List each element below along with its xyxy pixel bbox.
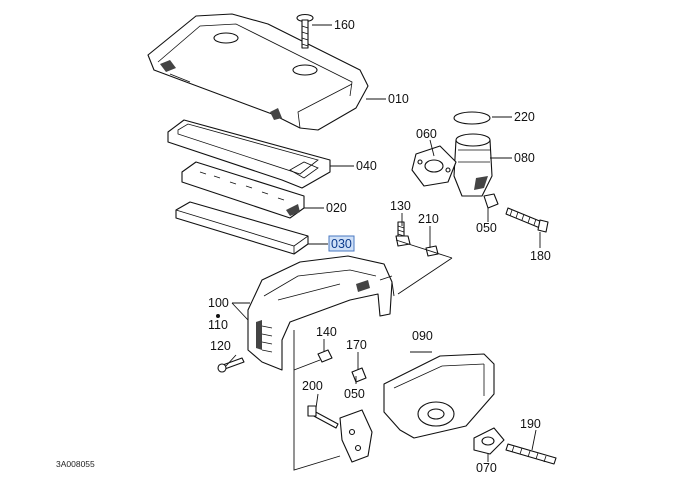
callout-040[interactable]: 040 [356,159,377,173]
callout-220[interactable]: 220 [514,110,535,124]
callout-120[interactable]: 120 [210,339,231,353]
callout-160[interactable]: 160 [334,18,355,32]
muffler-cover-100 [247,255,393,371]
callout-130[interactable]: 130 [390,199,411,213]
leader-lines [225,24,541,471]
dot-110 [216,314,220,318]
bolt-180 [505,207,549,233]
callout-060[interactable]: 060 [416,127,437,141]
nut-050-upper [483,193,499,209]
callout-110[interactable]: 110 [208,318,228,332]
drawing-id: 3A008055 [56,459,95,469]
callout-190[interactable]: 190 [520,417,541,431]
callout-140[interactable]: 140 [316,325,337,339]
callout-210[interactable]: 210 [418,212,439,226]
screw-160 [296,13,314,49]
highlight-box-030 [328,235,355,252]
callout-180[interactable]: 180 [530,249,551,263]
callout-070[interactable]: 070 [476,461,497,475]
bracket-050-lower [339,409,373,463]
callout-080[interactable]: 080 [514,151,535,165]
callout-050-lower[interactable]: 050 [344,387,365,401]
pre-cleaner-frame-040 [167,119,331,189]
callout-labels: 160 010 220 060 080 040 020 130 210 050 … [208,18,551,475]
callout-100[interactable]: 100 [208,296,229,310]
element-020 [181,161,305,219]
nut-210 [425,245,439,257]
callout-010[interactable]: 010 [388,92,409,106]
muffler-090 [383,353,495,439]
gasket-070 [473,427,505,455]
callout-170[interactable]: 170 [346,338,367,352]
callout-020[interactable]: 020 [326,201,347,215]
bolt-200 [307,405,339,429]
screw-120 [217,357,245,373]
callout-090[interactable]: 090 [412,329,433,343]
o-ring-220 [453,111,491,125]
callout-200[interactable]: 200 [302,379,323,393]
callout-030[interactable]: 030 [331,237,352,251]
callout-050-upper[interactable]: 050 [476,221,497,235]
air-cleaner-cover-010 [147,13,369,131]
nut-140 [317,349,333,363]
intake-elbow-080 [453,133,493,197]
stud-bolt-190 [505,443,557,465]
gasket-060 [411,145,457,187]
washer-170 [351,367,367,383]
